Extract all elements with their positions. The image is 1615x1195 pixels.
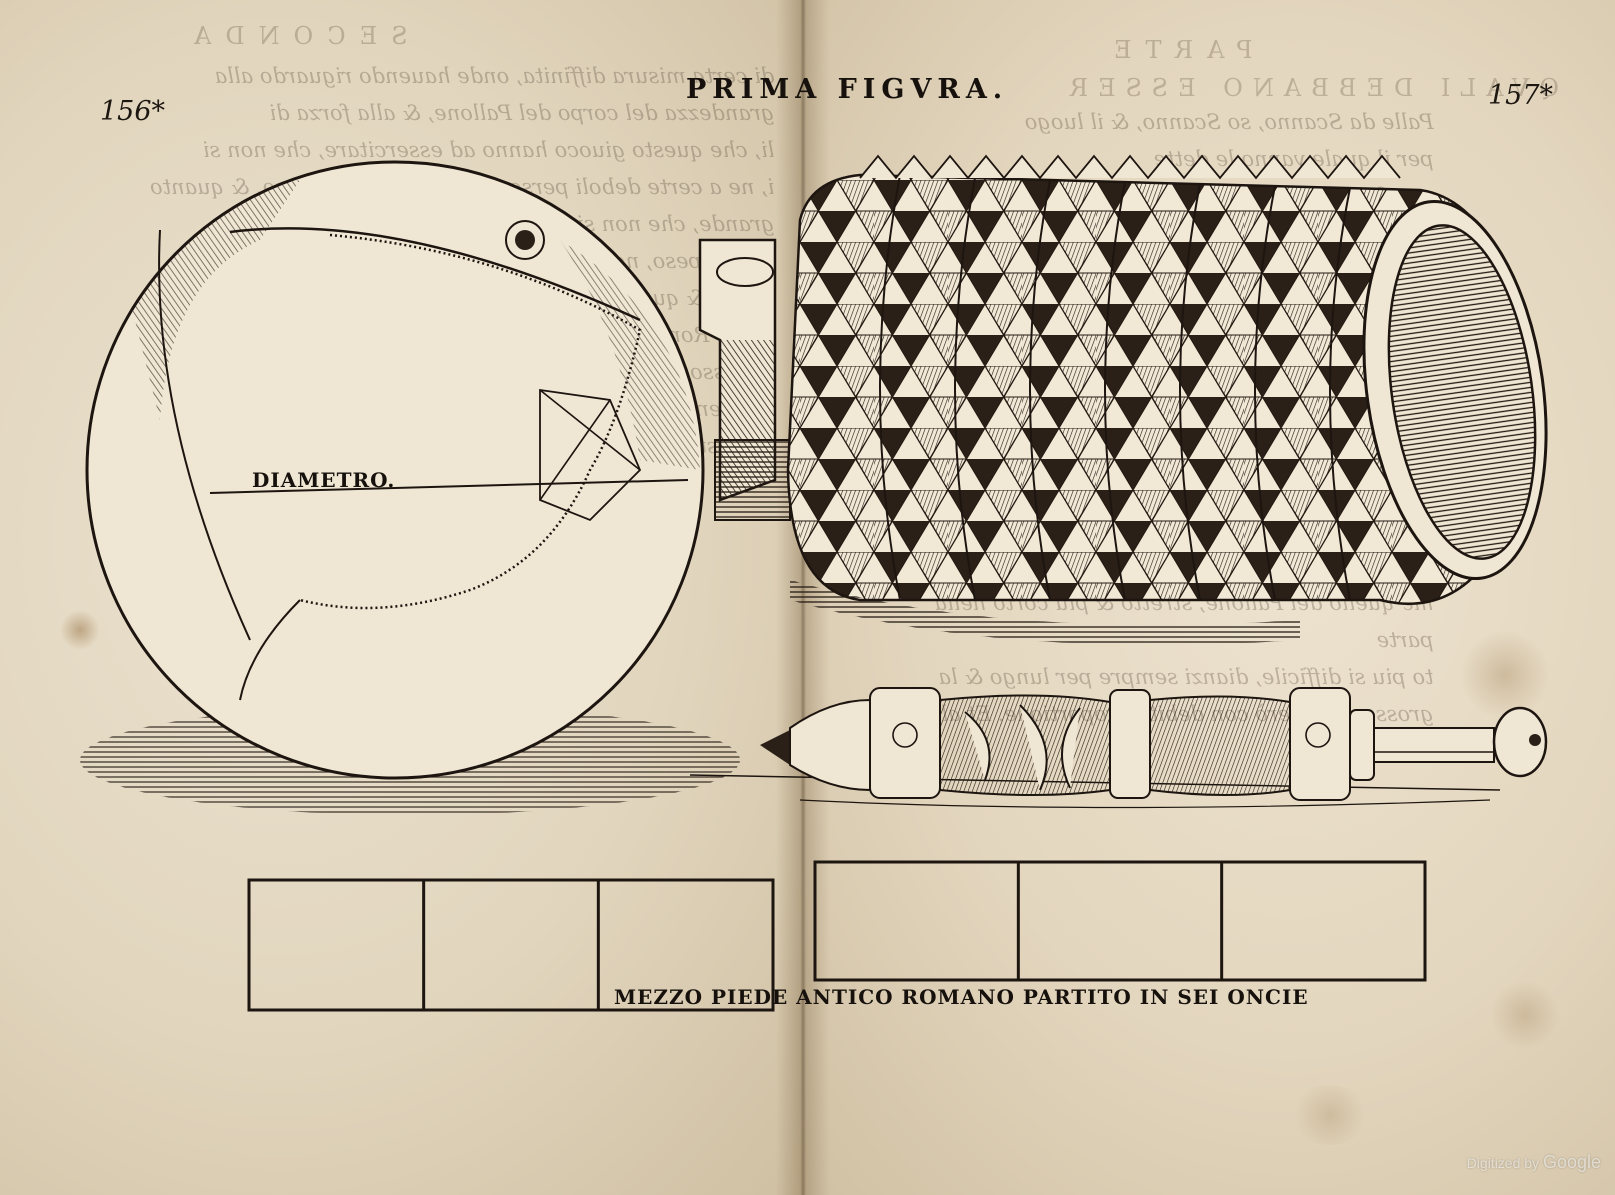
foxing-stain: [1490, 980, 1560, 1050]
page-number-left: 156*: [100, 96, 166, 127]
spiked-tube-handle: [698, 238, 791, 521]
page-number-right: 157*: [1488, 80, 1554, 111]
credit-prefix: Digitized by: [1466, 1155, 1540, 1171]
spiked-bracer-figure: [786, 154, 1548, 605]
scale-caption: MEZZO PIEDE ANTICO ROMANO PARTITO IN SEI…: [614, 985, 1309, 1009]
pump-figure: [689, 687, 1548, 809]
half-foot-scale-bar: [247, 860, 1427, 1012]
foxing-stain: [60, 610, 100, 650]
digitization-credit: Digitized by Google: [1467, 1152, 1601, 1173]
figure-title: PRIMA FIGVRA.: [686, 74, 1009, 105]
foxing-stain: [1290, 1085, 1370, 1145]
foxing-stain: [1460, 630, 1550, 720]
diameter-label: DIAMETRO.: [252, 468, 396, 492]
google-wordmark: Google: [1542, 1152, 1601, 1172]
tube-shadow: [790, 580, 1300, 645]
